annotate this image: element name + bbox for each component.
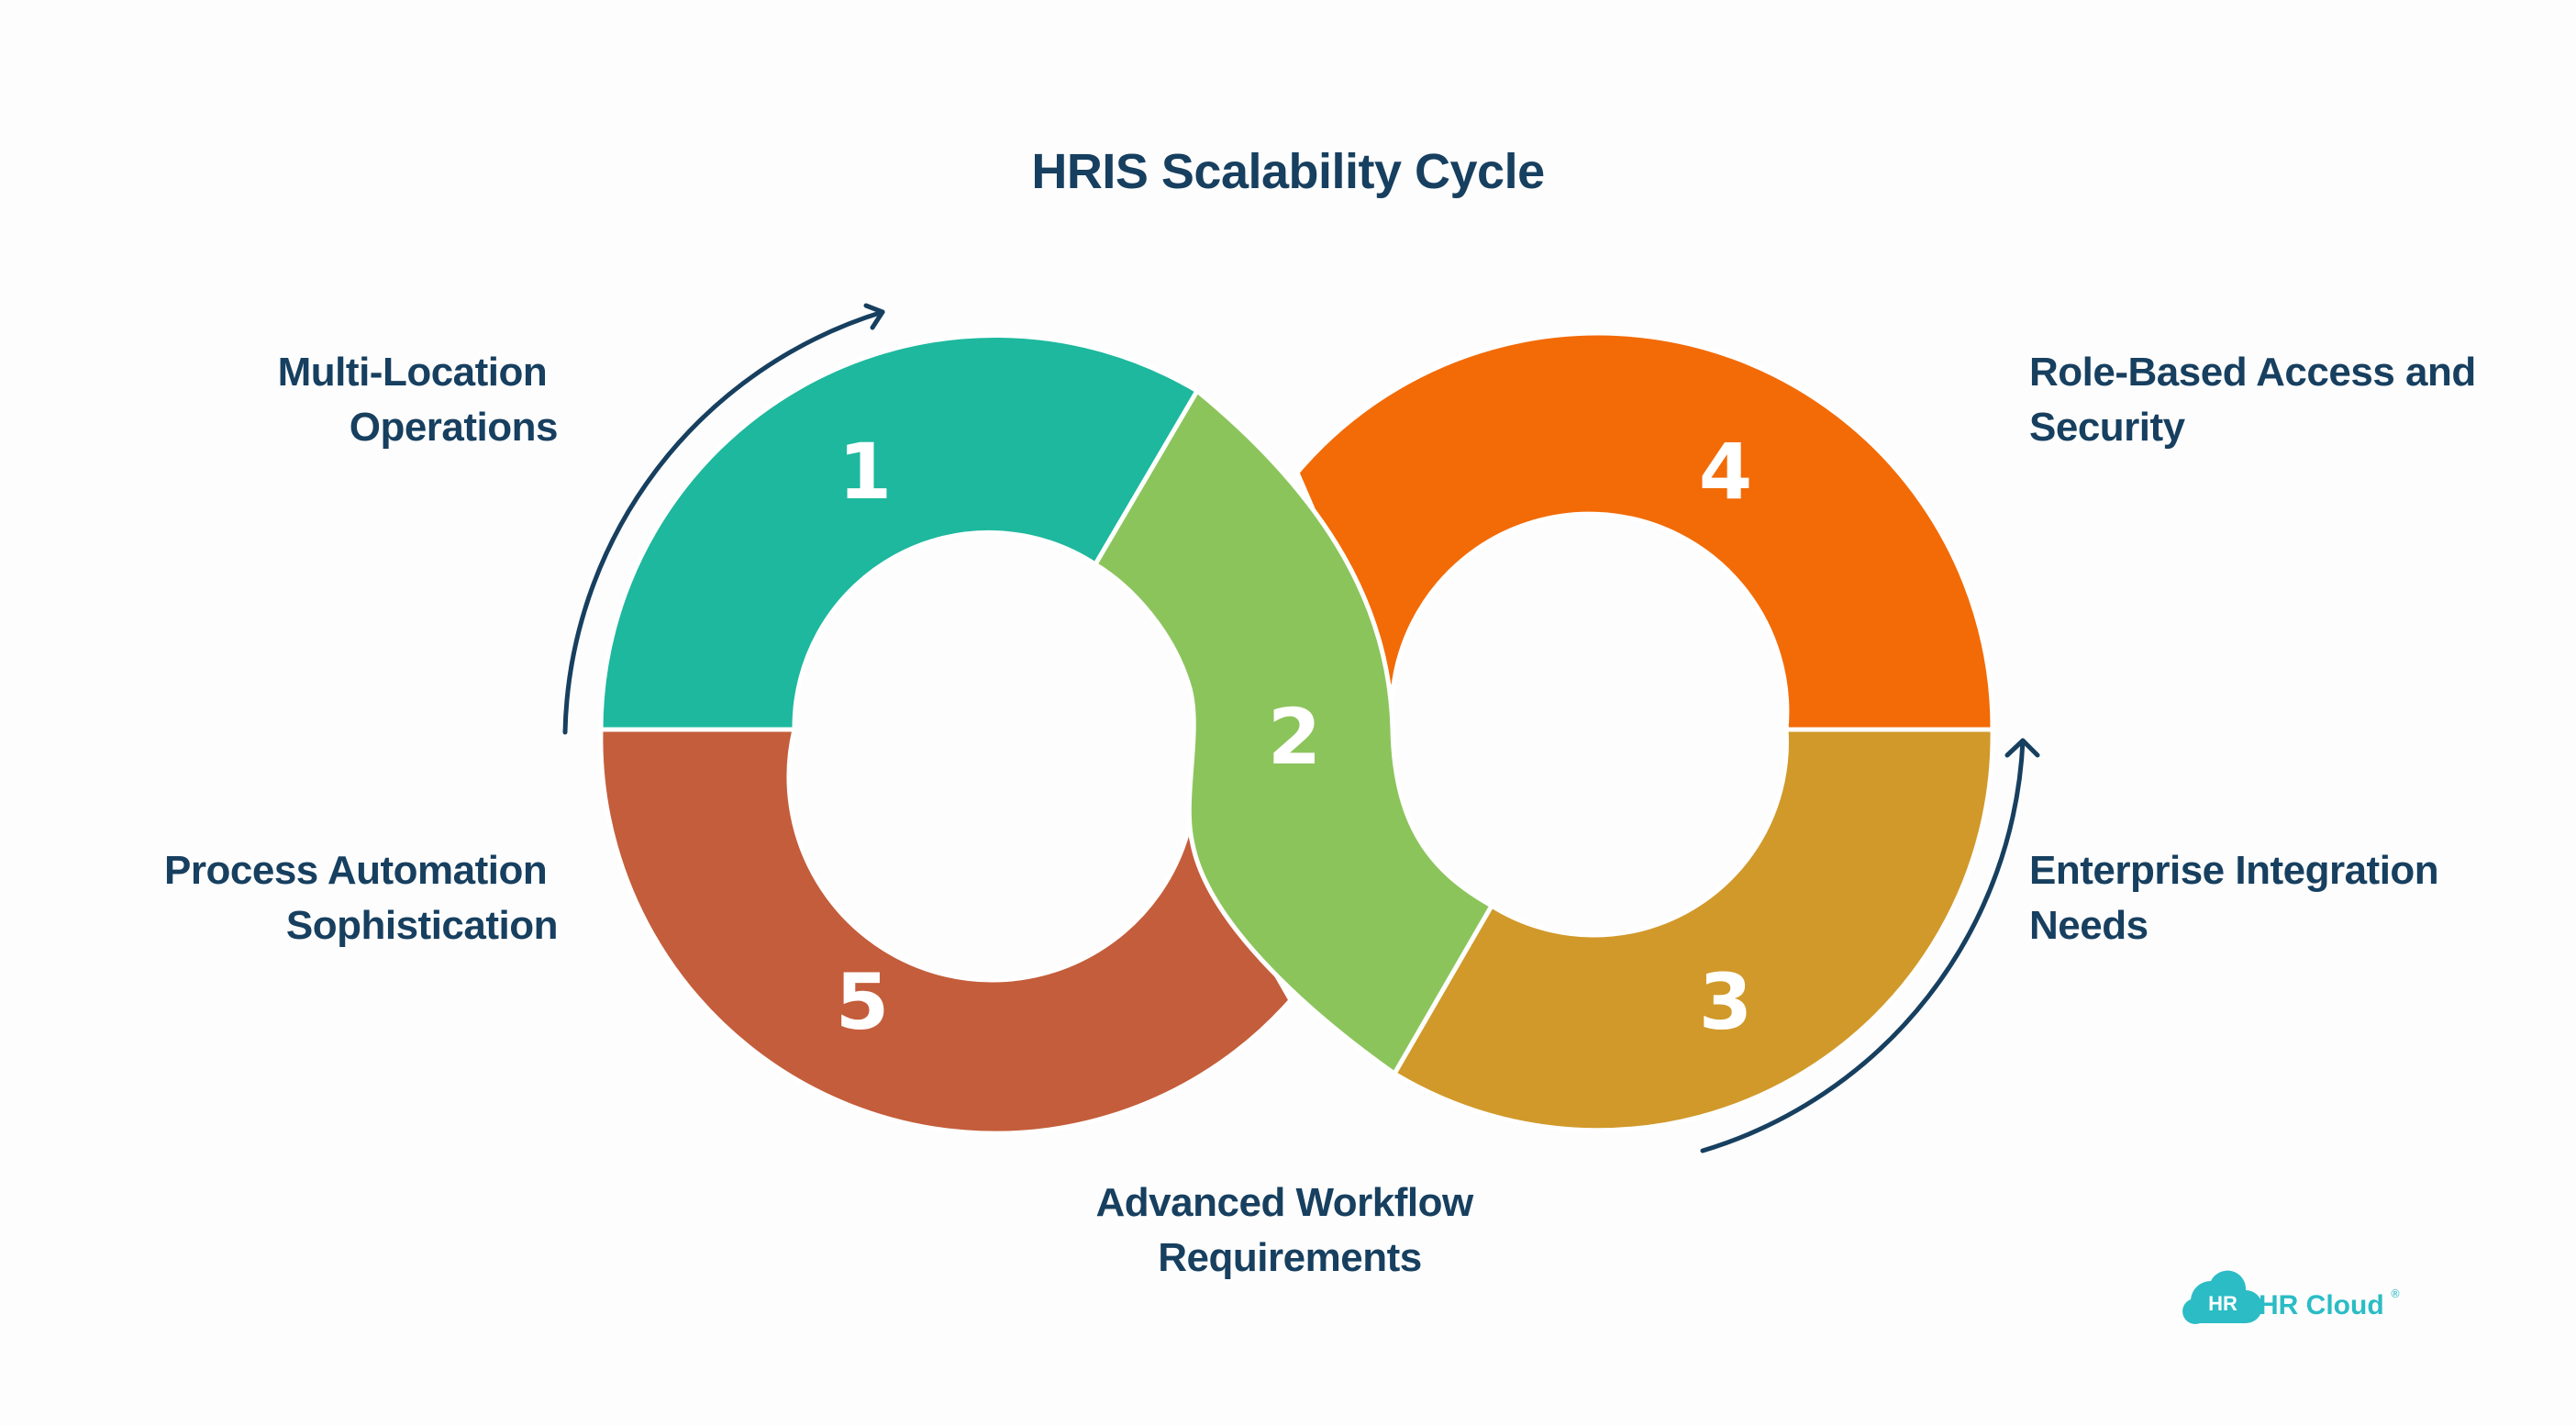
- segment-5: [598, 727, 1294, 1136]
- logo-badge-text: HR: [2208, 1292, 2237, 1315]
- label-multi-location: Multi-Location Operations: [278, 350, 558, 450]
- arrow-head-left-icon: [863, 303, 885, 330]
- hr-cloud-logo: HR HR Cloud ®: [2182, 1270, 2401, 1324]
- step-number-3: 3: [1699, 957, 1752, 1047]
- step-number-5: 5: [836, 957, 889, 1047]
- label-process-automation: Process Automation Sophistication: [164, 848, 558, 948]
- label-advanced-workflow: Advanced Workflow Requirements: [1096, 1180, 1484, 1280]
- segment-2: [1093, 388, 1494, 1076]
- step-number-2: 2: [1268, 692, 1321, 782]
- label-enterprise-integration: Enterprise Integration Needs: [2029, 848, 2449, 948]
- segment-3: [1392, 727, 1995, 1133]
- page-title: HRIS Scalability Cycle: [1031, 144, 1544, 199]
- logo-registered-mark: ®: [2390, 1287, 2401, 1300]
- segment-1: [598, 333, 1200, 732]
- cycle-arrow-right: [1700, 738, 2026, 1153]
- cloud-icon: [2182, 1270, 2262, 1324]
- step-number-1: 1: [838, 427, 892, 517]
- logo-name: HR Cloud: [2259, 1290, 2384, 1320]
- step-number-4: 4: [1699, 427, 1752, 517]
- arrow-head-right-icon: [2004, 738, 2040, 758]
- label-role-based-access: Role-Based Access and Security: [2029, 350, 2486, 450]
- segment-4: [1294, 330, 1995, 732]
- cycle-arrow-left: [562, 309, 885, 735]
